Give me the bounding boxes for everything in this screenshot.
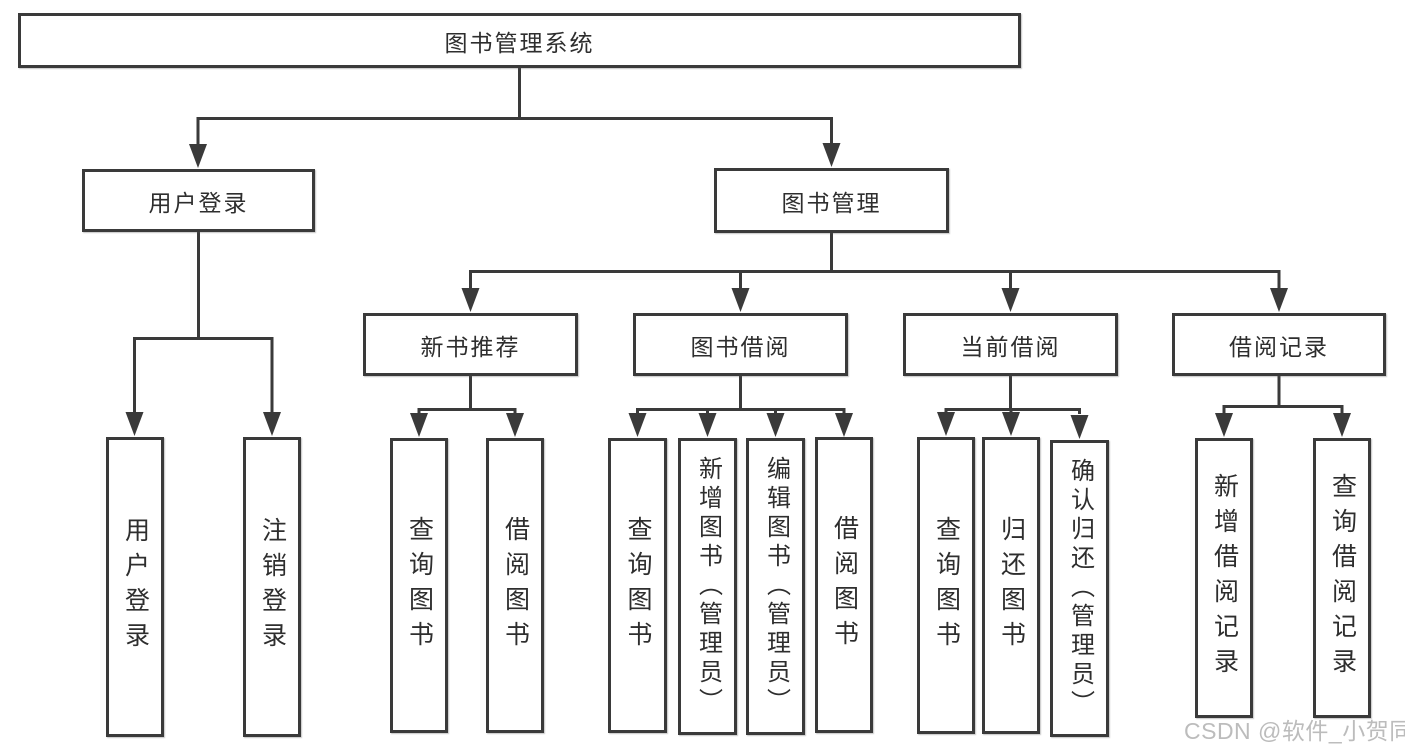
- node-label: 编辑图书（管理员）: [762, 456, 790, 717]
- node-borrowing-records: 借阅记录: [1172, 313, 1386, 376]
- node-label: 注销登录: [258, 517, 287, 657]
- node-label: 借阅图书: [501, 515, 530, 656]
- node-label: 归还图书: [997, 515, 1026, 656]
- node-label: 借阅图书: [830, 515, 859, 655]
- node-label: 查询图书: [624, 515, 652, 656]
- leaf-nbr-borrow-books: 借阅图书: [486, 438, 544, 733]
- node-current-borrowing: 当前借阅: [903, 313, 1118, 376]
- node-label: 用户登录: [148, 189, 249, 216]
- node-label: 新书推荐: [420, 333, 521, 360]
- leaf-br-add-record: 新增借阅记录: [1195, 438, 1253, 718]
- node-book-borrowing: 图书借阅: [633, 313, 848, 376]
- node-label: 图书借阅: [690, 333, 791, 360]
- leaf-bb-edit-book-admin: 编辑图书（管理员）: [746, 438, 805, 735]
- leaf-cb-return-books: 归还图书: [982, 437, 1040, 734]
- leaf-bb-add-book-admin: 新增图书（管理员）: [678, 438, 737, 735]
- leaf-cb-query-books: 查询图书: [917, 437, 975, 734]
- node-label: 查询图书: [932, 515, 961, 656]
- node-book-management: 图书管理: [714, 168, 949, 233]
- node-library-system: 图书管理系统: [18, 13, 1021, 68]
- leaf-nbr-query-books: 查询图书: [390, 438, 448, 733]
- leaf-cb-confirm-return-admin: 确认归还（管理员）: [1050, 440, 1109, 737]
- csdn-watermark: CSDN @软件_小贺同学: [1184, 718, 1405, 744]
- node-label: 图书管理系统: [444, 29, 595, 56]
- node-label: 图书管理: [781, 189, 882, 216]
- node-label: 用户登录: [121, 517, 150, 657]
- node-user-login: 用户登录: [82, 169, 315, 232]
- node-label: 确认归还（管理员）: [1066, 458, 1094, 719]
- node-label: 新增图书（管理员）: [694, 456, 722, 717]
- node-label: 当前借阅: [960, 333, 1061, 360]
- leaf-bb-query-books: 查询图书: [608, 438, 667, 733]
- leaf-bb-borrow-books: 借阅图书: [815, 437, 873, 733]
- node-label: 借阅记录: [1229, 333, 1329, 360]
- node-label: 新增借阅记录: [1210, 473, 1239, 683]
- node-label: 查询图书: [405, 515, 434, 656]
- node-new-book-recommend: 新书推荐: [363, 313, 578, 376]
- node-label: 查询借阅记录: [1328, 473, 1357, 683]
- leaf-logout: 注销登录: [243, 437, 301, 737]
- leaf-user-login: 用户登录: [106, 437, 164, 737]
- leaf-br-query-record: 查询借阅记录: [1313, 438, 1371, 718]
